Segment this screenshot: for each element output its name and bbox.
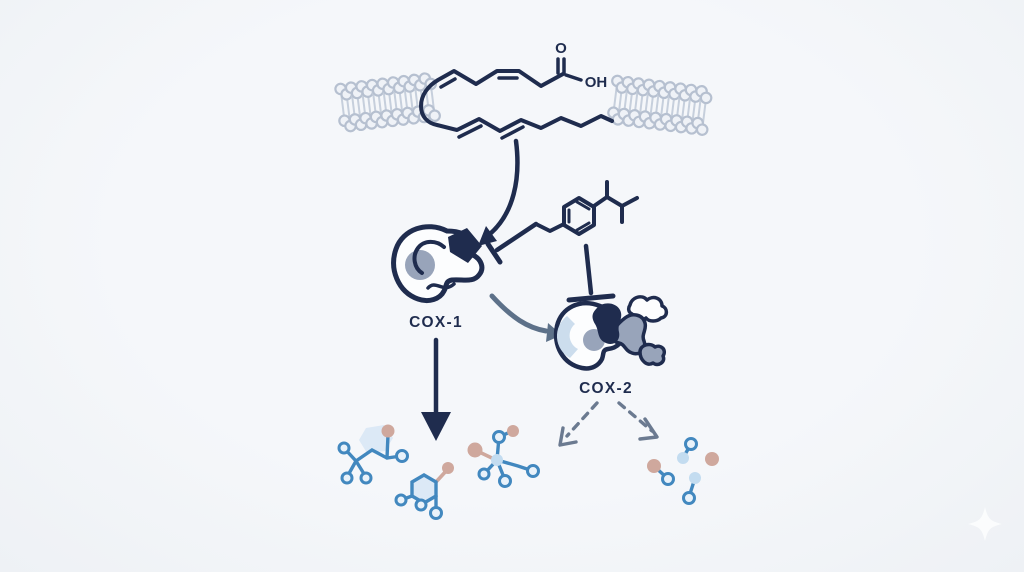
product-molecule-a — [337, 424, 409, 485]
cox1-product-arrow — [421, 337, 451, 441]
lipid-bilayer-right-icon — [605, 74, 714, 137]
product-molecule-b — [394, 462, 454, 520]
cox1-to-cox2-arrow — [489, 293, 562, 342]
prostaglandin-molecule-cluster — [337, 424, 540, 520]
carbonyl-oxygen-label: O — [555, 40, 567, 57]
substrate-arrow — [478, 138, 520, 246]
product-molecule-c — [467, 425, 540, 488]
hydroxyl-label: OH — [585, 74, 608, 91]
small-product-molecules — [647, 437, 719, 505]
cox2-product-arrow-right — [617, 401, 659, 441]
nsaid-molecule-structure — [534, 180, 639, 236]
arachidonic-acid-structure: O OH — [419, 40, 614, 140]
cox2-product-arrow-left — [558, 401, 599, 447]
cox2-label: COX-2 — [579, 380, 633, 397]
lipid-bilayer-left-icon — [333, 71, 442, 134]
inhibition-tbar-cox1 — [485, 221, 539, 265]
inhibition-tbar-cox2 — [566, 243, 616, 303]
cox1-enzyme-icon — [391, 224, 485, 304]
cox1-label: COX-1 — [409, 314, 463, 331]
cox2-enzyme-icon — [553, 295, 669, 371]
sparkle-watermark-icon — [968, 507, 1002, 541]
